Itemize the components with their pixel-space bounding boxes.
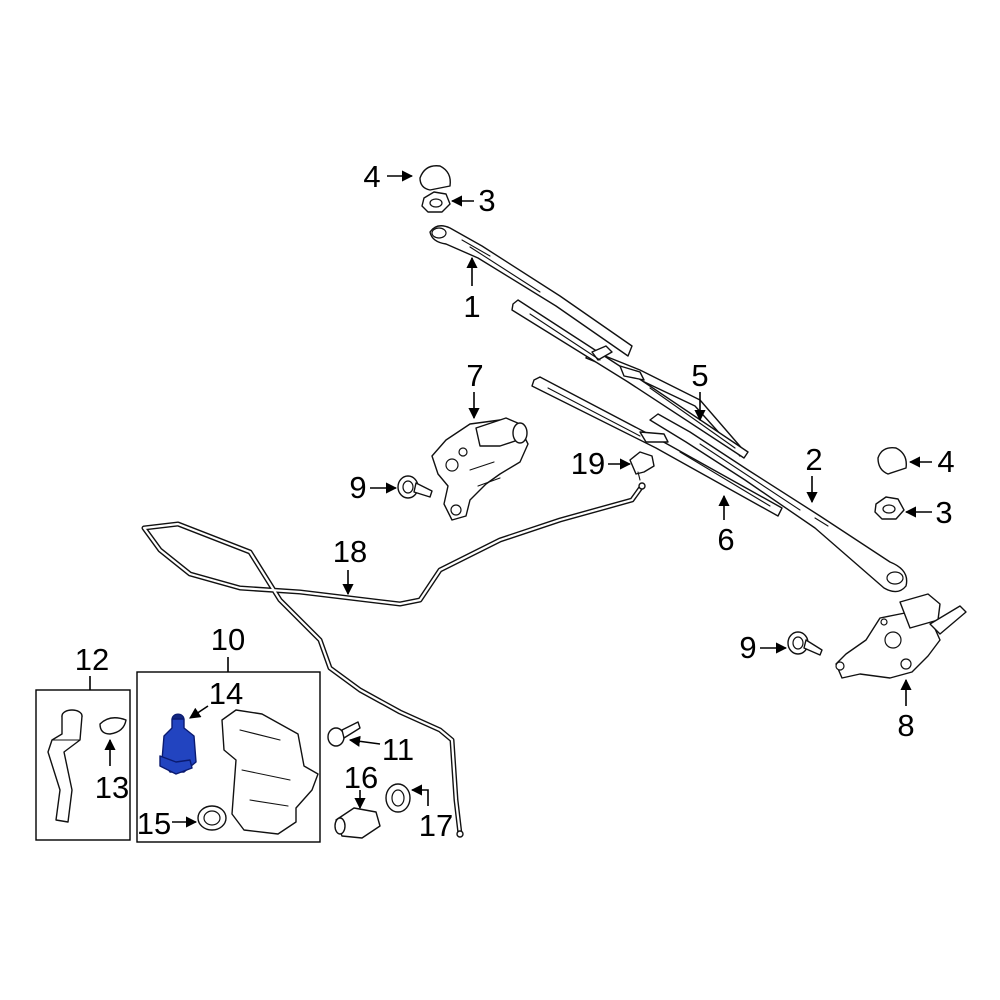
callout-4-upper: 4: [363, 159, 380, 194]
part-19-washer-nozzle[interactable]: [629, 451, 655, 481]
callout-14: 14: [209, 676, 243, 711]
part-13-cap[interactable]: [99, 717, 127, 735]
callout-12: 12: [75, 642, 109, 677]
callout-18: 18: [333, 534, 367, 569]
part-3-nut-upper[interactable]: [421, 191, 451, 213]
callout-4-right: 4: [937, 444, 954, 479]
group-box-12: [35, 689, 131, 841]
part-7-wiper-motor[interactable]: [431, 417, 529, 521]
part-6-wiper-blade[interactable]: [531, 376, 783, 517]
part-16-level-sensor[interactable]: [334, 807, 381, 839]
callout-15: 15: [137, 806, 171, 841]
callouts: 4 3 1 5 7 19 9 2 6 4 3 18 9 8 10 12 14 1…: [75, 159, 955, 843]
callout-7: 7: [466, 358, 483, 393]
callout-17: 17: [419, 808, 453, 843]
callout-2: 2: [805, 442, 822, 477]
callout-8: 8: [897, 708, 914, 743]
callout-9-right: 9: [739, 630, 756, 665]
part-4-cap-right[interactable]: [877, 447, 907, 475]
callout-11: 11: [382, 732, 414, 767]
callout-1: 1: [463, 289, 480, 324]
callout-3-upper: 3: [478, 183, 495, 218]
part-17-grommet[interactable]: [385, 783, 411, 813]
part-14-washer-pump[interactable]: [159, 713, 197, 775]
part-4-cap-upper[interactable]: [419, 165, 451, 191]
callout-6: 6: [717, 522, 734, 557]
callout-10: 10: [211, 622, 245, 657]
part-11-bolt[interactable]: [327, 721, 361, 747]
part-8-wiper-motor[interactable]: [835, 593, 967, 679]
part-9-bolt-right[interactable]: [787, 631, 823, 656]
part-12-filler-neck[interactable]: [47, 709, 83, 823]
part-10-washer-reservoir[interactable]: [221, 709, 319, 835]
part-3-nut-right[interactable]: [874, 496, 905, 520]
callout-19: 19: [571, 446, 605, 481]
part-9-bolt-upper[interactable]: [397, 475, 433, 499]
callout-3-right: 3: [935, 495, 952, 530]
leader-lines: [89, 170, 932, 828]
callout-5: 5: [691, 358, 708, 393]
part-2-wiper-arm[interactable]: [649, 413, 908, 593]
callout-13: 13: [95, 770, 129, 805]
part-15-grommet[interactable]: [197, 805, 227, 831]
part-18-washer-hose[interactable]: [141, 482, 646, 838]
callout-16: 16: [344, 760, 378, 795]
callout-9-upper: 9: [349, 470, 366, 505]
part-5-wiper-blade[interactable]: [511, 299, 749, 459]
